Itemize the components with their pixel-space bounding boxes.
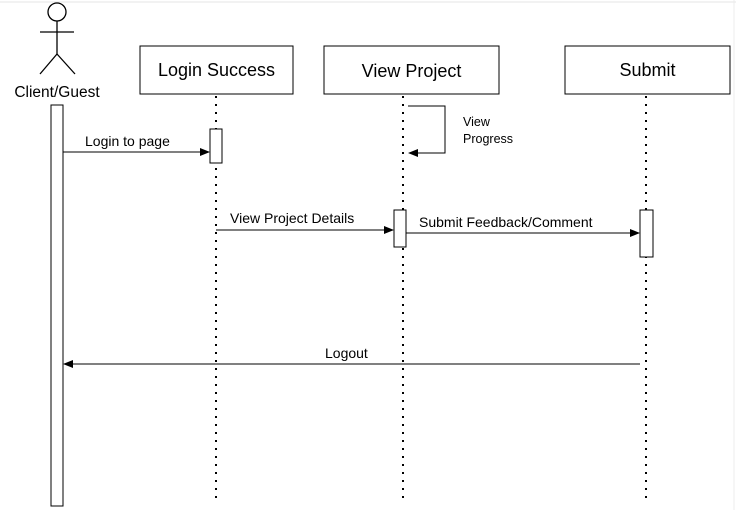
view-activation-bar [393,209,407,248]
lifeline-title: Login Success [158,60,275,80]
self-message-arrow [408,105,446,157]
message-view-project-details: View Project Details [216,210,394,234]
message-submit-feedback: Submit Feedback/Comment [406,214,640,237]
login-activation-bar [209,128,223,164]
self-message-view-progress: View Progress [408,105,513,157]
message-logout: Logout [63,345,640,368]
self-message-label-line2: Progress [463,132,513,146]
self-message-label-line1: View [463,115,491,129]
actor-figure-icon [39,2,76,75]
message-label: Logout [325,345,368,361]
message-login-to-page: Login to page [63,133,210,156]
lifeline-box [564,45,731,95]
lifeline-box [139,45,294,95]
lifeline-title: View Project [362,61,462,81]
lifeline-title: Submit [619,60,675,80]
message-label: Submit Feedback/Comment [419,214,593,230]
actor-activation-bar [50,104,64,507]
message-label: View Project Details [230,210,354,226]
lifeline-submit: Submit [564,45,731,95]
actor-label: Client/Guest [14,84,100,101]
lifeline-login-success: Login Success [139,45,294,95]
lifeline-box [323,45,500,95]
submit-activation-bar [639,209,654,258]
lifeline-view-project: View Project [323,45,500,95]
message-label: Login to page [85,133,170,149]
